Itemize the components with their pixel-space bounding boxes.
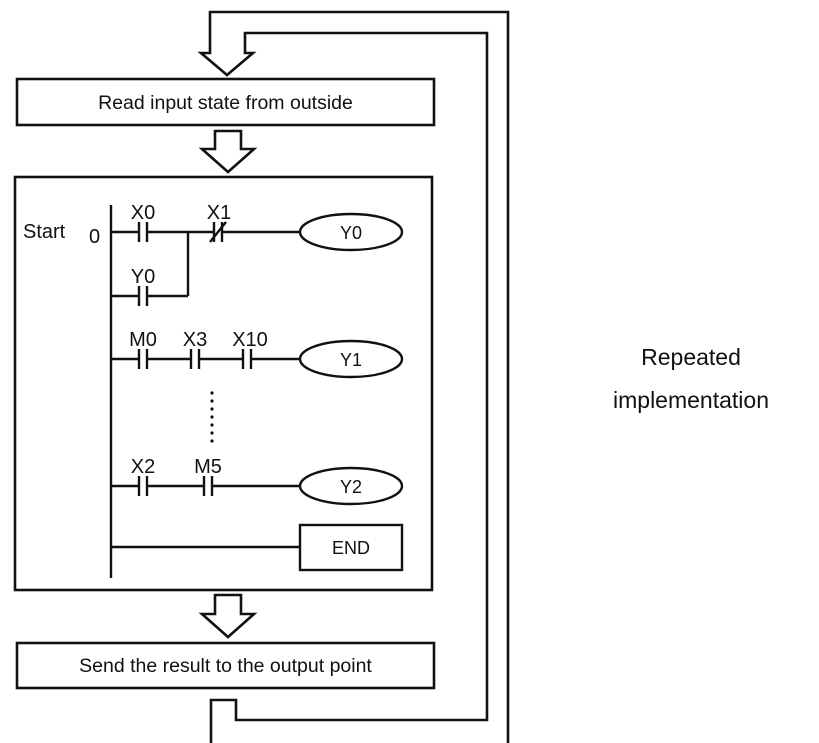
no-contact-icon	[137, 286, 149, 306]
start-label: Start	[23, 221, 66, 243]
coil-label: Y2	[340, 477, 362, 497]
hollow-down-arrow-icon	[198, 593, 258, 639]
coil-y1-icon	[298, 339, 404, 379]
loop-outer-line	[208, 10, 510, 743]
continuation-dots	[210, 391, 214, 443]
read-input-label: Read input state from outside	[98, 92, 353, 114]
no-contact-icon	[137, 222, 149, 242]
no-contact-icon	[137, 349, 149, 369]
no-contact-icon	[202, 476, 214, 496]
repeated-label: Repeated	[641, 344, 741, 370]
coil-y2-icon	[298, 466, 404, 506]
contact-label: X1	[207, 202, 231, 224]
contact-label: M5	[194, 456, 222, 478]
start-step-number: 0	[89, 226, 100, 248]
contact-label: Y0	[131, 266, 155, 288]
contact-label: X3	[183, 329, 207, 351]
coil-y0-icon	[298, 212, 404, 252]
end-box	[298, 523, 404, 572]
contact-label: X10	[232, 329, 268, 351]
coil-label: Y1	[340, 350, 362, 370]
end-label: END	[332, 538, 370, 558]
coil-label: Y0	[340, 223, 362, 243]
ladder-program-frame	[13, 175, 434, 592]
send-output-box	[15, 641, 436, 690]
no-contact-icon	[241, 349, 253, 369]
read-input-box	[15, 77, 436, 127]
contact-label: X0	[131, 202, 155, 224]
loop-inner-line	[209, 31, 489, 743]
send-output-label: Send the result to the output point	[79, 655, 372, 677]
implementation-label: implementation	[613, 387, 769, 413]
ladder-diagram	[109, 205, 404, 578]
contact-label: X2	[131, 456, 155, 478]
contact-label: M0	[129, 329, 157, 351]
no-contact-icon	[189, 349, 201, 369]
hollow-down-arrow-icon	[198, 129, 258, 174]
no-contact-icon	[137, 476, 149, 496]
hollow-down-arrow-icon	[197, 44, 257, 77]
